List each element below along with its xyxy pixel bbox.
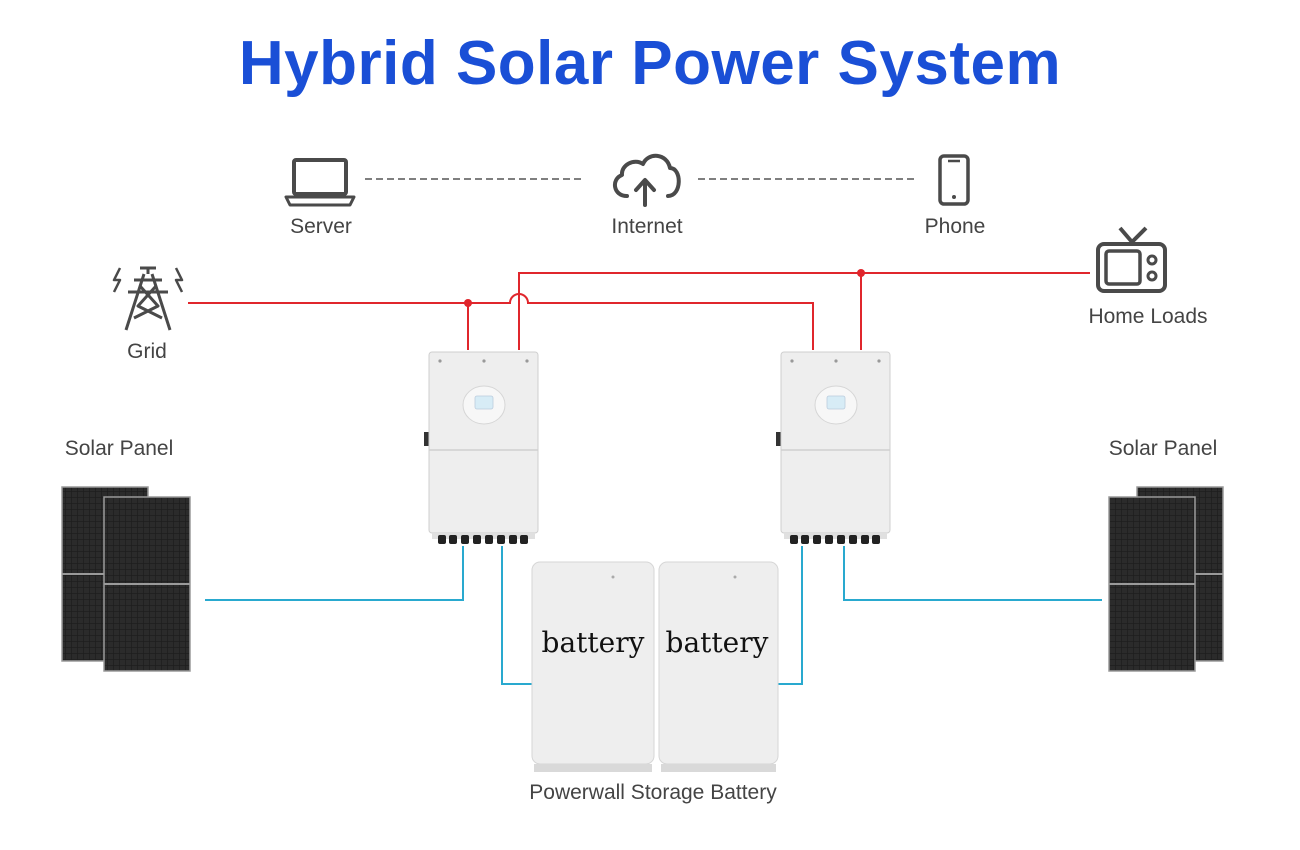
grid-label: Grid bbox=[127, 340, 167, 363]
junction-dot bbox=[857, 269, 865, 277]
server-label: Server bbox=[290, 215, 352, 238]
home-loads-label: Home Loads bbox=[1088, 305, 1208, 328]
battery-unit-left bbox=[531, 561, 655, 772]
solar-panel-left-label: Solar Panel bbox=[64, 437, 174, 460]
solar-panel-right bbox=[1108, 486, 1224, 672]
junction-dot bbox=[464, 299, 472, 307]
solar-right-line bbox=[843, 546, 1102, 601]
ac-wiring bbox=[188, 269, 1090, 350]
internet-label: Internet bbox=[611, 215, 683, 238]
smartphone-icon bbox=[938, 154, 970, 206]
cloud-upload-icon bbox=[613, 153, 681, 207]
laptop-icon bbox=[284, 158, 356, 207]
hybrid-inverter-right bbox=[776, 351, 891, 544]
diagram-title: Hybrid Solar Power System bbox=[238, 29, 1062, 98]
tv-icon bbox=[1096, 226, 1167, 293]
battery-caption: Powerwall Storage Battery bbox=[529, 781, 777, 804]
hybrid-inverter-left bbox=[424, 351, 539, 544]
battery-left-line bbox=[501, 546, 532, 685]
dc-wiring bbox=[205, 546, 1102, 685]
battery-right-line bbox=[777, 546, 803, 685]
battery-unit-right bbox=[658, 561, 779, 772]
phone-label: Phone bbox=[924, 215, 986, 238]
battery-right-label: battery bbox=[666, 626, 769, 659]
load-line bbox=[518, 272, 1090, 350]
power-tower-icon bbox=[112, 266, 184, 331]
solar-panel-left bbox=[61, 486, 191, 672]
grid-line bbox=[188, 293, 814, 350]
solar-panel-right-label: Solar Panel bbox=[1108, 437, 1218, 460]
solar-left-line bbox=[205, 546, 464, 601]
battery-left-label: battery bbox=[542, 626, 645, 659]
